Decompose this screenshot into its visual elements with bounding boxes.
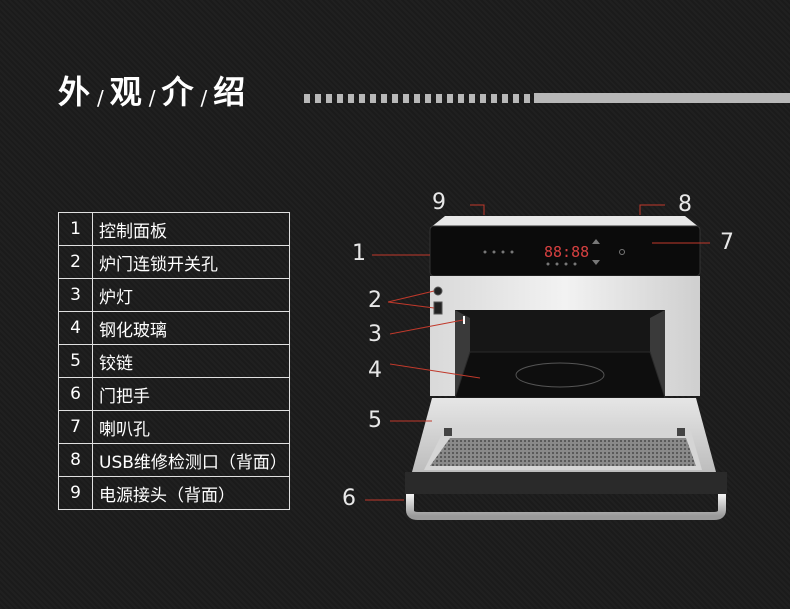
- callout-leaders: [365, 204, 710, 501]
- part-name: 炉门连锁开关孔: [92, 245, 290, 279]
- callout-2: 2: [368, 288, 382, 313]
- timer-display: 88:88: [544, 243, 589, 261]
- title-solid-rule: [534, 93, 790, 103]
- part-name: 电源接头（背面）: [92, 476, 290, 510]
- part-number: 5: [58, 344, 93, 378]
- part-number: 3: [58, 278, 93, 312]
- oven-door: [405, 398, 727, 494]
- leader-8: [639, 204, 665, 215]
- title-char: 观: [109, 73, 143, 111]
- part-name: USB维修检测口（背面）: [92, 443, 290, 477]
- callout-4: 4: [368, 358, 382, 383]
- oven-body: [430, 276, 700, 405]
- callout-1: 1: [352, 241, 366, 266]
- callout-6: 6: [342, 486, 356, 511]
- callout-9: 9: [432, 190, 446, 215]
- title-char: 介: [161, 73, 195, 111]
- leader-9: [470, 204, 485, 215]
- leader-2a: [387, 290, 435, 303]
- part-number: 1: [58, 212, 93, 246]
- section-title: 外 / 观 / 介 / 绍: [58, 76, 246, 108]
- part-number: 2: [58, 245, 93, 279]
- control-panel: 88:88: [429, 225, 701, 277]
- part-number: 9: [58, 476, 93, 510]
- callout-5: 5: [368, 408, 382, 433]
- leader-3: [389, 319, 464, 335]
- title-char: 绍: [213, 73, 247, 111]
- leader-2b: [387, 301, 435, 309]
- part-name: 炉灯: [92, 278, 290, 312]
- callout-7: 7: [720, 230, 734, 255]
- part-name: 钢化玻璃: [92, 311, 290, 345]
- title-char: 外: [58, 73, 92, 111]
- leader-4: [389, 363, 481, 379]
- part-name: 控制面板: [92, 212, 290, 246]
- title-separator: /: [148, 86, 156, 110]
- oven-top: [430, 216, 700, 228]
- callout-3: 3: [368, 322, 382, 347]
- title-separator: /: [200, 86, 208, 110]
- callout-8: 8: [678, 192, 692, 217]
- part-number: 6: [58, 377, 93, 411]
- door-handle: [406, 494, 726, 520]
- part-number: 7: [58, 410, 93, 444]
- title-dashed-rule: [304, 94, 530, 103]
- title-separator: /: [97, 86, 104, 110]
